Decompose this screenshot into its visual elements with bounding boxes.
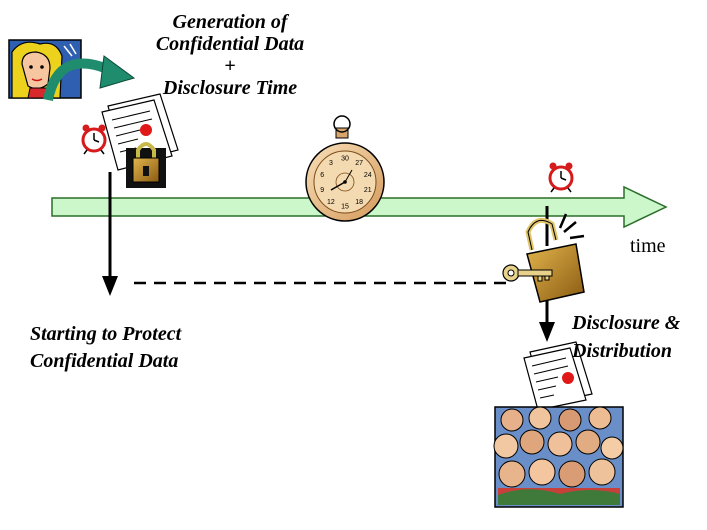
generation-label-plus: + (224, 55, 236, 77)
generation-label-line2: Confidential Data (155, 33, 305, 55)
disclosure-label-line2: Distribution (572, 340, 673, 362)
woman-avatar (8, 39, 82, 99)
unlocked-padlock-icon (525, 213, 585, 303)
disclosure-arrow (539, 300, 555, 342)
disclosure-alarm-clock-icon (548, 162, 574, 193)
alarm-clock-icon (81, 124, 107, 155)
generation-label-line4: Disclosure Time (162, 77, 298, 99)
disclosure-label: Disclosure & Distribution (572, 309, 706, 365)
protect-start-label-line1: Starting to Protect (30, 323, 182, 345)
locked-padlock-icon (126, 142, 166, 188)
stopwatch-number: 6 (320, 172, 324, 179)
crowd-picture (493, 406, 624, 508)
stopwatch-number: 27 (355, 160, 363, 167)
protect-start-label: Starting to Protect Confidential Data (30, 321, 290, 375)
stopwatch-number: 15 (341, 204, 349, 211)
stopwatch-number: 24 (364, 172, 372, 179)
generation-label-line1: Generation of (172, 11, 288, 33)
time-axis-label: time (630, 235, 666, 257)
stopwatch-number: 30 (341, 156, 349, 163)
generation-label: Generation of Confidential Data + Disclo… (120, 11, 340, 99)
key-icon (502, 264, 553, 282)
disclosed-document-icon (523, 341, 593, 411)
stopwatch-number: 18 (355, 199, 363, 206)
stopwatch-number: 9 (320, 187, 324, 194)
stopwatch-number: 3 (329, 160, 333, 167)
stopwatch-number: 21 (364, 187, 372, 194)
stopwatch-number: 12 (327, 199, 335, 206)
protect-start-label-line2: Confidential Data (30, 350, 179, 372)
disclosure-label-line1: Disclosure & (572, 312, 681, 334)
curved-arrow (43, 55, 136, 102)
protect-start-arrow (102, 172, 118, 296)
